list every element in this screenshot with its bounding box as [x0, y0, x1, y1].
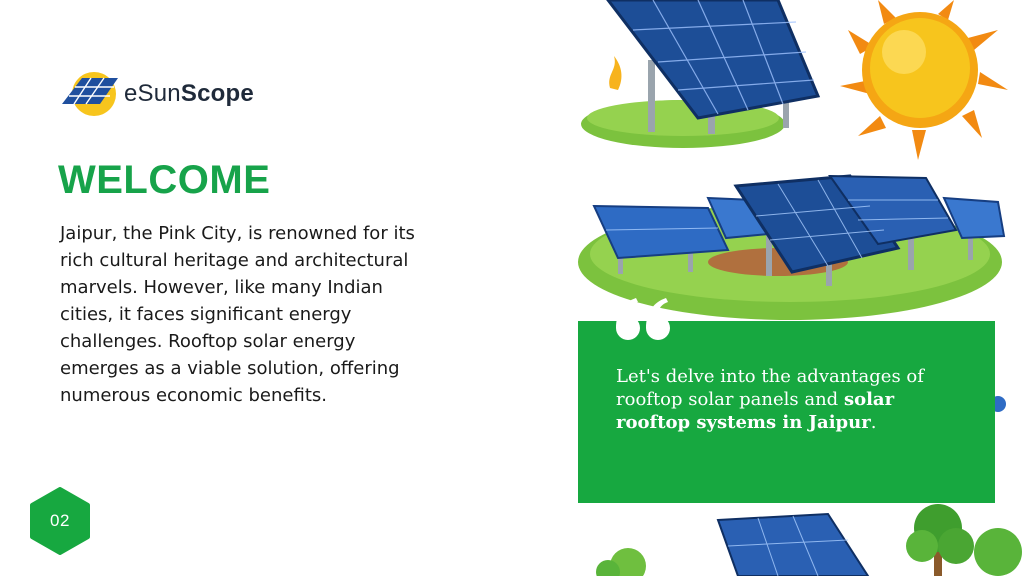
quote-box: [578, 321, 995, 503]
page-number: 02: [50, 511, 70, 530]
solar-panel-with-trees-illustration: [596, 396, 1022, 576]
solar-panels-with-sun-illustration: [581, 0, 1008, 160]
quotation-marks-icon: [616, 298, 670, 340]
brand-logo: eSunScope: [60, 70, 280, 120]
quote-text: Let's delve into the advantages of rooft…: [616, 366, 924, 433]
solar-farm-on-grass-illustration: [578, 174, 1006, 320]
solar-panel-sun-logo-icon: [62, 72, 118, 116]
page-number-badge: 02: [29, 487, 91, 555]
hexagon-shape: [30, 487, 90, 555]
welcome-heading: WELCOME: [58, 158, 271, 202]
sun-illustration: [840, 0, 1008, 160]
intro-paragraph: Jaipur, the Pink City, is renowned for i…: [60, 223, 415, 406]
brand-name: eSunScope: [124, 80, 254, 107]
